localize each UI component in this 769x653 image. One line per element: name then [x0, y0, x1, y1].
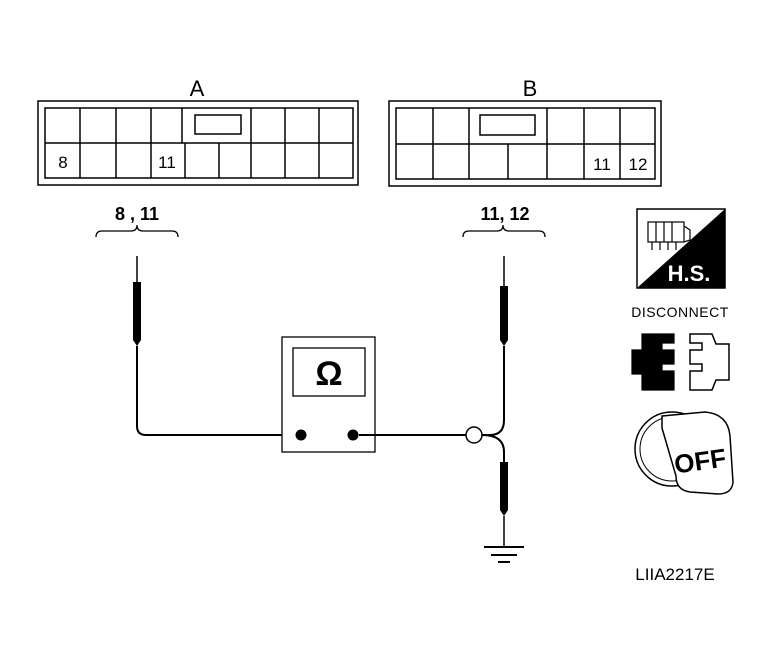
connector-b: B 11 12	[388, 76, 662, 187]
probe-b	[482, 256, 508, 436]
probe-a-terminal-label: 8 , 11	[115, 204, 159, 224]
ohmmeter-terminal-left	[295, 429, 307, 441]
ignition-off-label: OFF	[672, 443, 728, 480]
junction-to-ground-lead	[481, 434, 505, 462]
probe-b-brace	[462, 224, 546, 238]
connector-a-title: A	[190, 76, 205, 101]
ohmmeter: Ω	[281, 336, 376, 453]
disconnect-label: DISCONNECT	[631, 304, 729, 320]
hs-label: H.S.	[668, 261, 711, 286]
probe-a	[133, 256, 300, 436]
connector-b-outer	[388, 100, 662, 187]
connector-b-title: B	[523, 76, 538, 101]
ohmmeter-display	[292, 347, 366, 397]
connector-a: A 8 11	[37, 76, 359, 186]
connector-b-pin-12: 12	[629, 155, 648, 174]
ground-symbol	[484, 546, 524, 563]
junction-node	[465, 426, 483, 444]
disconnect-icon	[631, 333, 730, 391]
connector-a-pin-8: 8	[58, 153, 67, 172]
connector-b-latch	[479, 114, 536, 136]
probe-b-lead	[482, 346, 505, 436]
probe-b-terminal-label: 11, 12	[480, 204, 529, 224]
probe-a-brace	[95, 224, 179, 238]
ground-probe	[500, 462, 508, 547]
ohm-symbol: Ω	[315, 355, 342, 393]
ohmmeter-terminal-right	[347, 429, 359, 441]
connector-a-pin-11: 11	[158, 153, 176, 172]
harness-sensor-icon: H.S.	[636, 208, 726, 289]
probe-a-lead	[136, 346, 300, 436]
connector-a-latch	[194, 114, 242, 135]
connector-a-outer	[37, 100, 359, 186]
ignition-off-icon: OFF	[634, 411, 734, 495]
connector-b-pin-11: 11	[593, 155, 611, 174]
figure-code: LIIA2217E	[635, 565, 714, 584]
